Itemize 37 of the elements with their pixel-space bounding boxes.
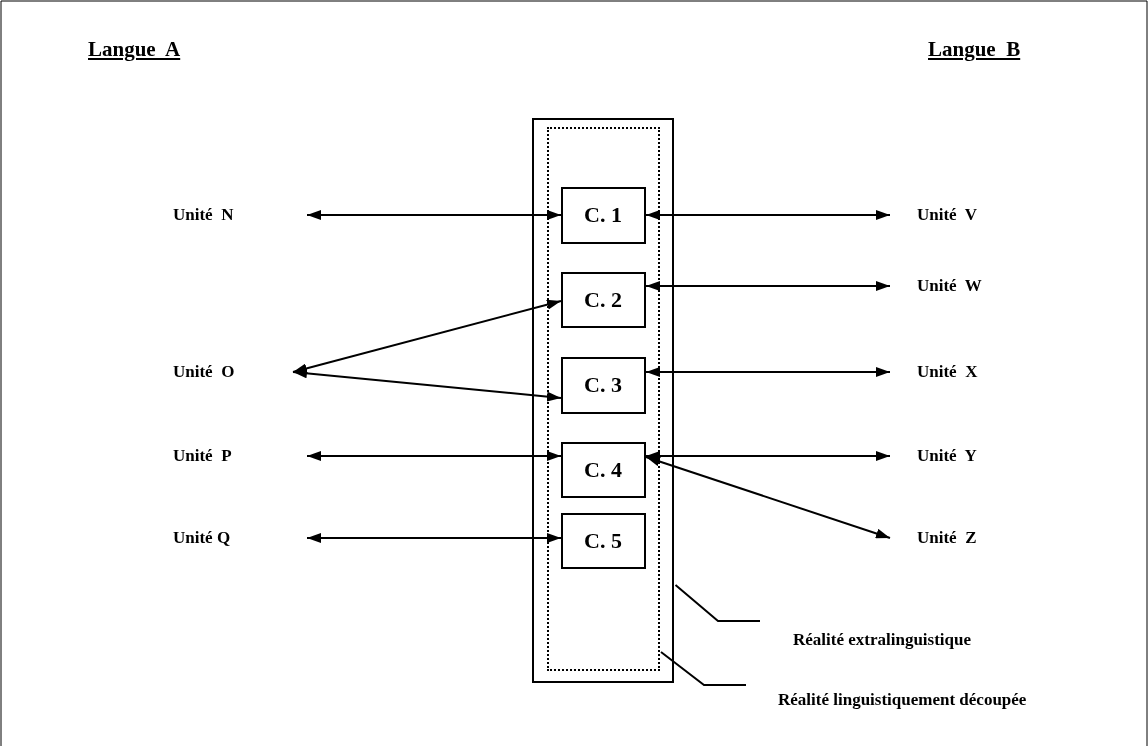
double-arrow xyxy=(645,451,891,461)
double-arrow xyxy=(292,299,562,374)
double-arrow xyxy=(645,367,891,377)
leader-line xyxy=(674,584,761,622)
double-arrow xyxy=(292,368,562,402)
unit-label: Unité X xyxy=(890,362,1010,382)
unit-label: Unité Q xyxy=(170,528,307,548)
concept-label: C. 3 xyxy=(584,372,622,398)
double-arrow xyxy=(645,281,891,291)
double-arrow xyxy=(306,533,562,543)
concept-box xyxy=(560,441,646,498)
unit-label: Unité Z xyxy=(890,528,1010,548)
unit-label: Unité W xyxy=(890,276,1020,296)
double-arrow xyxy=(645,210,891,220)
language-heading: Langue B xyxy=(928,37,1021,62)
unit-label: Unité N xyxy=(170,205,307,225)
concept-label: C. 1 xyxy=(584,202,622,228)
unit-label: Unité V xyxy=(890,205,1010,225)
concept-label: C. 2 xyxy=(584,286,622,313)
language-heading: Langue A xyxy=(88,37,181,62)
callout-text: Réalité linguistiquement découpée xyxy=(746,685,1136,710)
concept-box xyxy=(560,186,646,244)
outer-frame-box xyxy=(532,118,674,683)
callout-text: Réalité extralinguistique xyxy=(760,621,1035,650)
double-arrow xyxy=(306,451,562,461)
concept-box xyxy=(560,512,646,569)
double-arrow xyxy=(306,210,562,220)
leader-line xyxy=(660,651,747,686)
double-arrow xyxy=(645,456,891,539)
concept-label: C. 4 xyxy=(584,456,622,483)
concept-box xyxy=(560,356,646,414)
concept-label: C. 5 xyxy=(584,527,622,554)
unit-label: Unité Y xyxy=(890,446,1010,466)
unit-label: Unité O xyxy=(170,362,293,382)
unit-label: Unité P xyxy=(170,446,307,466)
dotted-inner-box xyxy=(546,126,660,671)
concept-box xyxy=(560,271,646,328)
